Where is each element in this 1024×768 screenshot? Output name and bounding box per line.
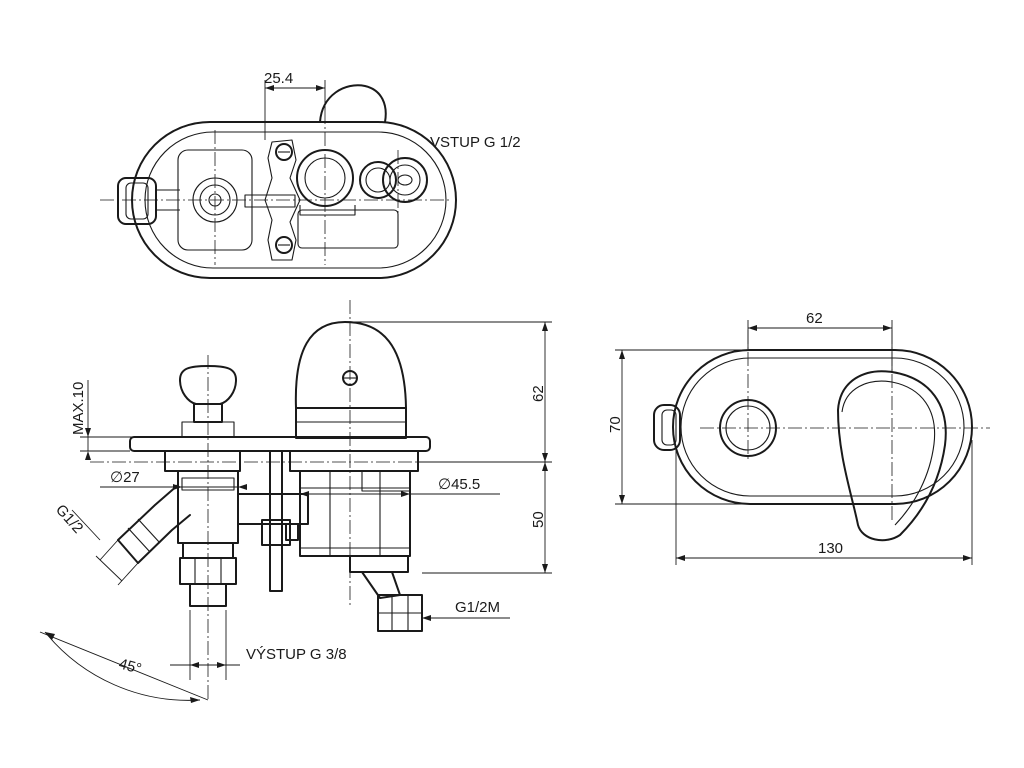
dim-max: MAX.10 — [70, 382, 87, 435]
dim-thread-outlet: G1/2M — [455, 599, 500, 616]
dim-thread-angled: G1/2 — [52, 501, 86, 537]
dim-offset: 25.4 — [264, 70, 293, 87]
inlet-label: VSTUP G 1/2 — [430, 134, 521, 151]
front-view: 62 70 130 — [607, 310, 990, 565]
dim-height-upper: 62 — [530, 385, 547, 402]
front-dim-height: 70 — [607, 416, 624, 433]
top-view: 25.4 VSTUP G 1/2 — [100, 70, 521, 279]
front-dim-width: 130 — [818, 540, 843, 557]
angle-label: 45° — [117, 655, 143, 677]
dim-diameter-body: ∅45.5 — [438, 476, 480, 493]
dim-height-lower: 50 — [530, 511, 547, 528]
side-view: MAX.10 ∅27 ∅45.5 G1/2 45° VÝSTUP G 3/8 G… — [39, 300, 552, 703]
front-dim-spacing: 62 — [806, 310, 823, 327]
outlet-label: VÝSTUP G 3/8 — [246, 646, 347, 663]
dim-diameter-small: ∅27 — [110, 469, 140, 486]
